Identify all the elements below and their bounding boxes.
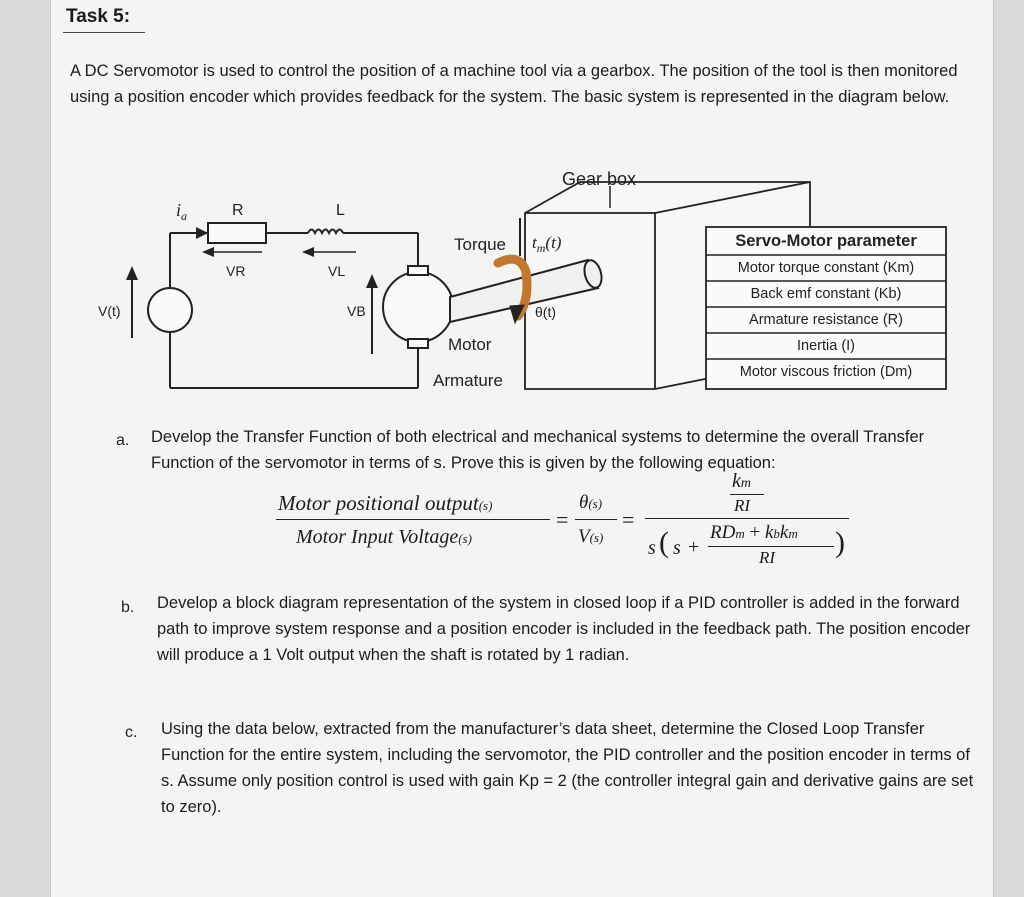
vl-arrowhead [302,247,314,257]
v-denominator: V(s) [578,526,604,547]
intro-paragraph: A DC Servomotor is used to control the p… [70,62,958,106]
armature-label: Armature [433,371,503,390]
right-paren: ) [835,526,845,559]
vl-label: VL [328,263,345,279]
resistor-label: R [232,202,244,219]
equals-sign: = [556,507,569,532]
gear-box-label: Gear box [562,169,636,189]
km-numerator: km [732,470,752,492]
lhs-numerator: Motor positional output(s) [278,491,493,515]
vr-arrowhead [202,247,214,257]
param-row: Armature resistance (R) [749,312,903,328]
motor-brush-bottom [407,338,429,349]
torque-symbol-label: tm(t) [532,233,562,255]
middle-fraction-bar [575,519,617,520]
motor-symbol [382,271,454,343]
question-c-text: Using the data below, extracted from the… [161,720,974,816]
vt-arrowhead [126,266,138,280]
vb-arrowhead [366,274,378,288]
parameter-table [705,226,947,390]
param-row: Motor torque constant (Km) [738,260,915,276]
rhs-fraction-bar [645,518,849,519]
torque-arrowhead [509,304,525,325]
current-label: ia [176,200,187,223]
param-row: Inertia (I) [797,338,855,354]
vr-label: VR [226,263,245,279]
servomotor-diagram: Gear box ia R L VR VL VB V(t) Torque tm(… [98,169,947,390]
km-fraction-bar [730,494,764,495]
plus-sign: + [688,536,700,558]
vb-label: VB [347,303,366,319]
rhs-s: s [648,537,656,559]
left-paren: ( [659,526,669,559]
ri-denominator: RI [734,496,751,515]
current-arrowhead [196,227,208,239]
theta-numerator: θ(s) [579,492,603,513]
motor-label: Motor [448,335,492,354]
title-underline [63,32,145,33]
theta-label: θ(t) [535,304,556,320]
inductor-label: L [336,202,345,219]
params-header: Servo-Motor parameter [735,232,917,250]
motor-brush-top [407,265,429,276]
rhs-s-inner: s [673,537,681,559]
voltage-source-symbol [147,287,193,333]
lhs-denominator: Motor Input Voltage(s) [296,526,472,548]
document-page [50,0,994,897]
param-row: Back emf constant (Kb) [751,286,902,302]
resistor-symbol [207,222,267,244]
lhs-fraction-bar [276,519,550,520]
question-a-marker: a. [116,432,130,449]
inner-denominator: RI [759,548,776,567]
shaft-end [583,259,603,289]
inductor-symbol [307,228,344,236]
inner-fraction-bar [708,546,834,547]
param-row: Motor viscous friction (Dm) [740,364,912,380]
question-c-marker: c. [125,724,138,741]
inner-numerator: RDm + kbkm [710,522,798,543]
vt-label: V(t) [98,303,121,319]
question-b-marker: b. [121,599,135,616]
task-title: Task 5: [66,6,131,27]
torque-label: Torque [454,235,506,254]
question-b-text: Develop a block diagram representation o… [157,594,971,664]
gear-box-top-edge [654,181,811,214]
question-a-text: Develop the Transfer Function of both el… [151,428,925,472]
equals-sign-2: = [622,507,635,532]
